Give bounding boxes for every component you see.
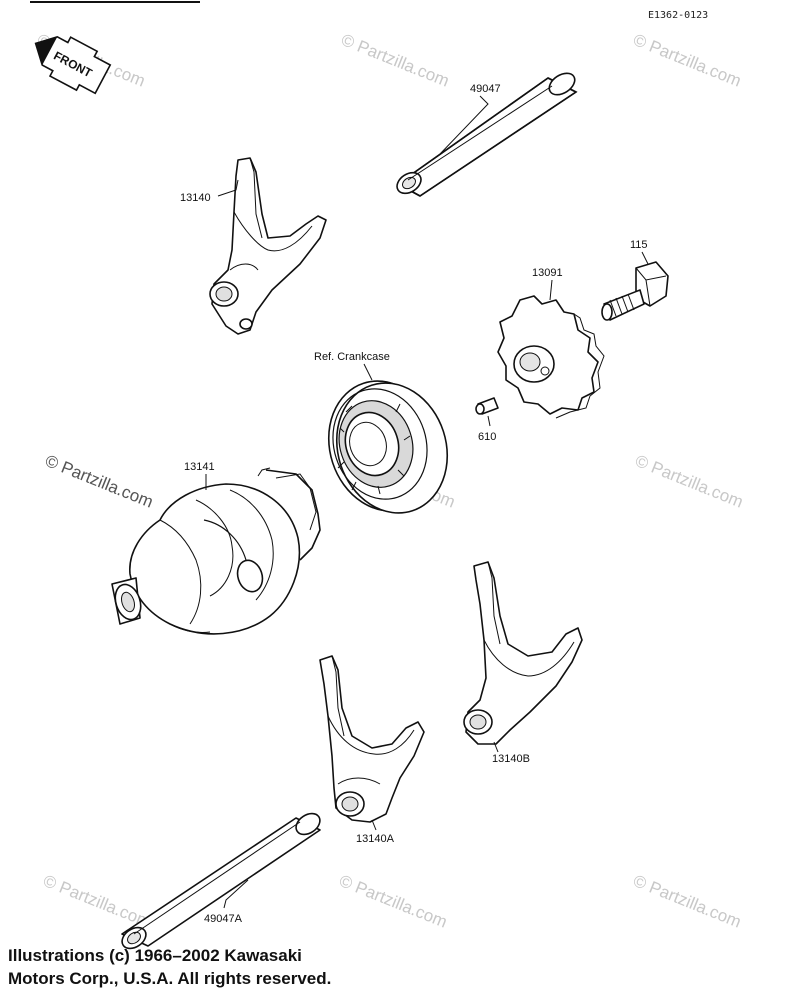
label-13140a: 13140A: [356, 833, 395, 845]
leader-13091: [549, 279, 553, 301]
watermark: © Partzilla.com: [337, 871, 450, 932]
drawing-code: E1362-0123: [648, 10, 708, 21]
leader-49047a: [223, 879, 249, 909]
shift-drum-13141: [111, 467, 321, 635]
bolt-115: [601, 261, 669, 321]
pin-610: [475, 397, 499, 415]
label-49047: 49047: [470, 83, 501, 95]
watermark: © Partzilla.com: [633, 451, 746, 512]
label-13141: 13141: [184, 461, 215, 473]
watermark: © Partzilla.com: [631, 30, 744, 91]
label-13140: 13140: [180, 192, 211, 204]
fork-13140b: [463, 561, 583, 745]
leader-49047: [439, 95, 489, 155]
leader-610: [487, 415, 491, 427]
label-115: 115: [630, 239, 648, 251]
leader-13140: [217, 179, 239, 197]
leader-13140b: [493, 741, 499, 753]
fork-13140: [209, 157, 327, 335]
leader-ref-crankcase: [363, 363, 373, 381]
shaft-49047: [396, 72, 578, 197]
watermark: © Partzilla.com: [339, 30, 452, 91]
cam-plate-13091: [497, 295, 605, 419]
label-13140b: 13140B: [492, 753, 530, 765]
leader-13140a: [371, 819, 377, 831]
shaft-49047a: [121, 812, 321, 950]
bearing-ref-crankcase: [327, 380, 449, 514]
copyright-line-2: Motors Corp., U.S.A. All rights reserved…: [8, 969, 332, 988]
copyright-line-1: Illustrations (c) 1966–2002 Kawasaki: [8, 946, 302, 965]
watermark: © Partzilla.com: [43, 451, 156, 512]
copyright-notice: Illustrations (c) 1966–2002 Kawasaki Mot…: [8, 944, 468, 990]
watermark: © Partzilla.com: [41, 871, 154, 932]
front-arrow-icon: FRONT: [34, 35, 112, 95]
watermark: © Partzilla.com: [631, 871, 744, 932]
label-13091: 13091: [532, 267, 563, 279]
fork-13140a: [319, 655, 425, 823]
label-49047a: 49047A: [204, 913, 243, 925]
leader-115: [641, 251, 649, 265]
label-ref-crankcase: Ref. Crankcase: [314, 351, 390, 363]
label-610: 610: [478, 431, 496, 443]
